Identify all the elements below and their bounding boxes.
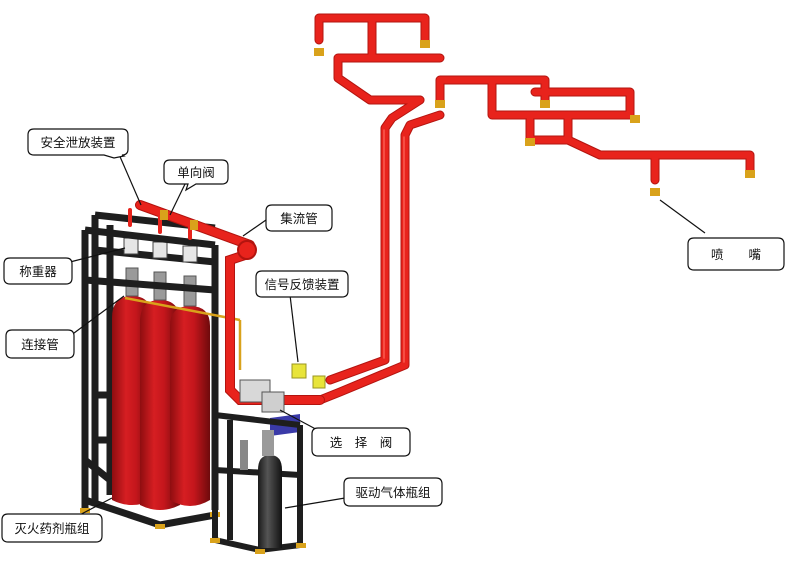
nozzle-icon: [525, 138, 535, 146]
callout-signal-feedback: 信号反馈装置: [255, 270, 349, 298]
selector-valve-icon: [239, 379, 300, 436]
nozzle-icon: [745, 170, 755, 178]
nozzle-icon: [314, 48, 324, 56]
nozzle-icon: [540, 100, 550, 108]
nozzle-icon: [435, 100, 445, 108]
callout-agent-cylinder-group: 灭火药剂瓶组: [1, 513, 103, 543]
callout-manifold: 集流管: [265, 204, 333, 232]
pipe-network: [314, 13, 755, 405]
connecting-pipes: [124, 296, 242, 370]
label-check-valve: 单向阀: [177, 165, 215, 180]
nozzle-icon: [650, 188, 660, 196]
check-valve-icon: [160, 210, 198, 230]
callout-connecting-pipe: 连接管: [5, 329, 75, 359]
drive-gas-rack: [210, 412, 306, 554]
label-signal-feedback: 信号反馈装置: [264, 277, 339, 292]
label-safety-relief: 安全泄放装置: [40, 135, 115, 150]
callout-weigher: 称重器: [3, 257, 73, 285]
callout-drive-gas-group: 驱动气体瓶组: [343, 477, 443, 507]
nozzles: [314, 40, 755, 196]
label-drive-gas-group: 驱动气体瓶组: [355, 485, 430, 500]
agent-cylinder-rack: [80, 211, 242, 529]
agent-cylinders: [112, 296, 210, 510]
label-manifold: 集流管: [280, 211, 318, 226]
callout-safety-relief: 安全泄放装置: [27, 128, 129, 159]
label-agent-cylinder-group: 灭火药剂瓶组: [14, 521, 89, 536]
label-connecting-pipe: 连接管: [21, 337, 59, 352]
callout-nozzle: 喷 嘴: [687, 237, 785, 271]
label-nozzle: 喷 嘴: [711, 247, 762, 262]
signal-feedback-icon: [291, 363, 326, 389]
label-selector-valve: 选 择 阀: [330, 435, 393, 450]
callout-selector-valve: 选 择 阀: [311, 427, 411, 457]
weigher-icon: [123, 237, 198, 263]
nozzle-icon: [630, 115, 640, 123]
callout-check-valve: 单向阀: [163, 159, 229, 192]
nozzle-icon: [420, 40, 430, 48]
label-weigher: 称重器: [19, 264, 57, 279]
